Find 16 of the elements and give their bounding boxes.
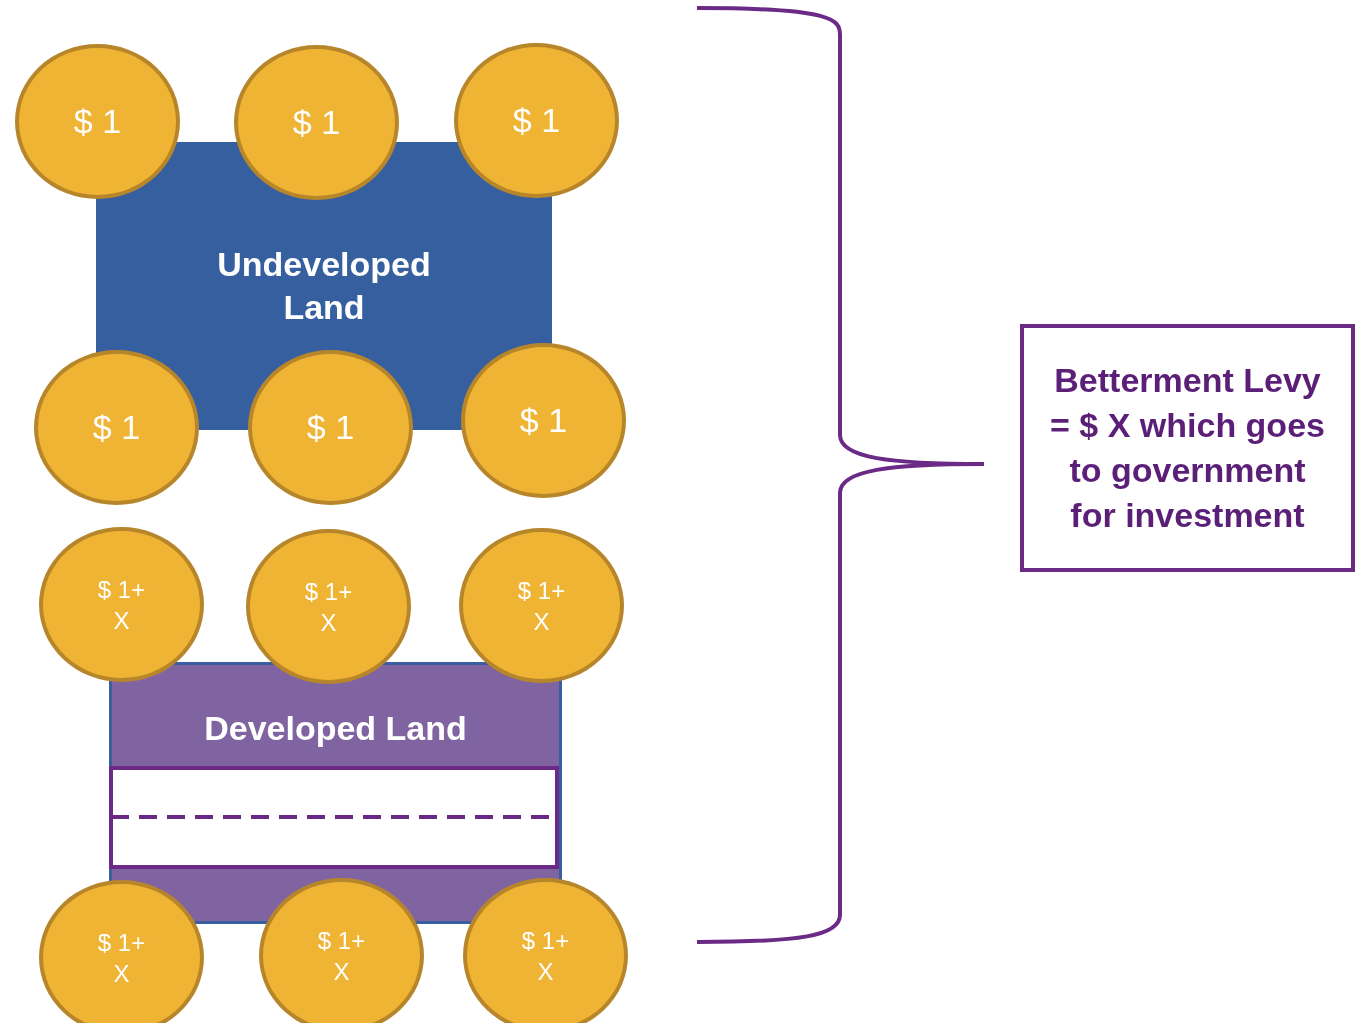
coin-label: $ 1+ X — [96, 574, 147, 636]
info-box — [1020, 324, 1355, 572]
coin-label: $ 1 — [92, 408, 141, 447]
coin-label: $ 1 — [519, 401, 568, 440]
levy-text: Betterment Levy = $ X which goes to government for investment — [1049, 360, 1326, 536]
coin-label: $ 1 — [512, 101, 561, 140]
coin-label: $ 1+ X — [303, 576, 354, 638]
coin-label: $ 1+ X — [316, 925, 367, 987]
coin-label: $ 1+ X — [516, 575, 567, 637]
coin-label: $ 1+ X — [520, 925, 571, 987]
coin-label: $ 1 — [73, 102, 122, 141]
coin-label: $ 1 — [292, 103, 341, 142]
coin-label: $ 1+ X — [96, 927, 147, 989]
block-title: Developed Land — [204, 708, 467, 749]
coin-label: $ 1 — [306, 408, 355, 447]
block-title: Undeveloped Land — [216, 244, 432, 328]
